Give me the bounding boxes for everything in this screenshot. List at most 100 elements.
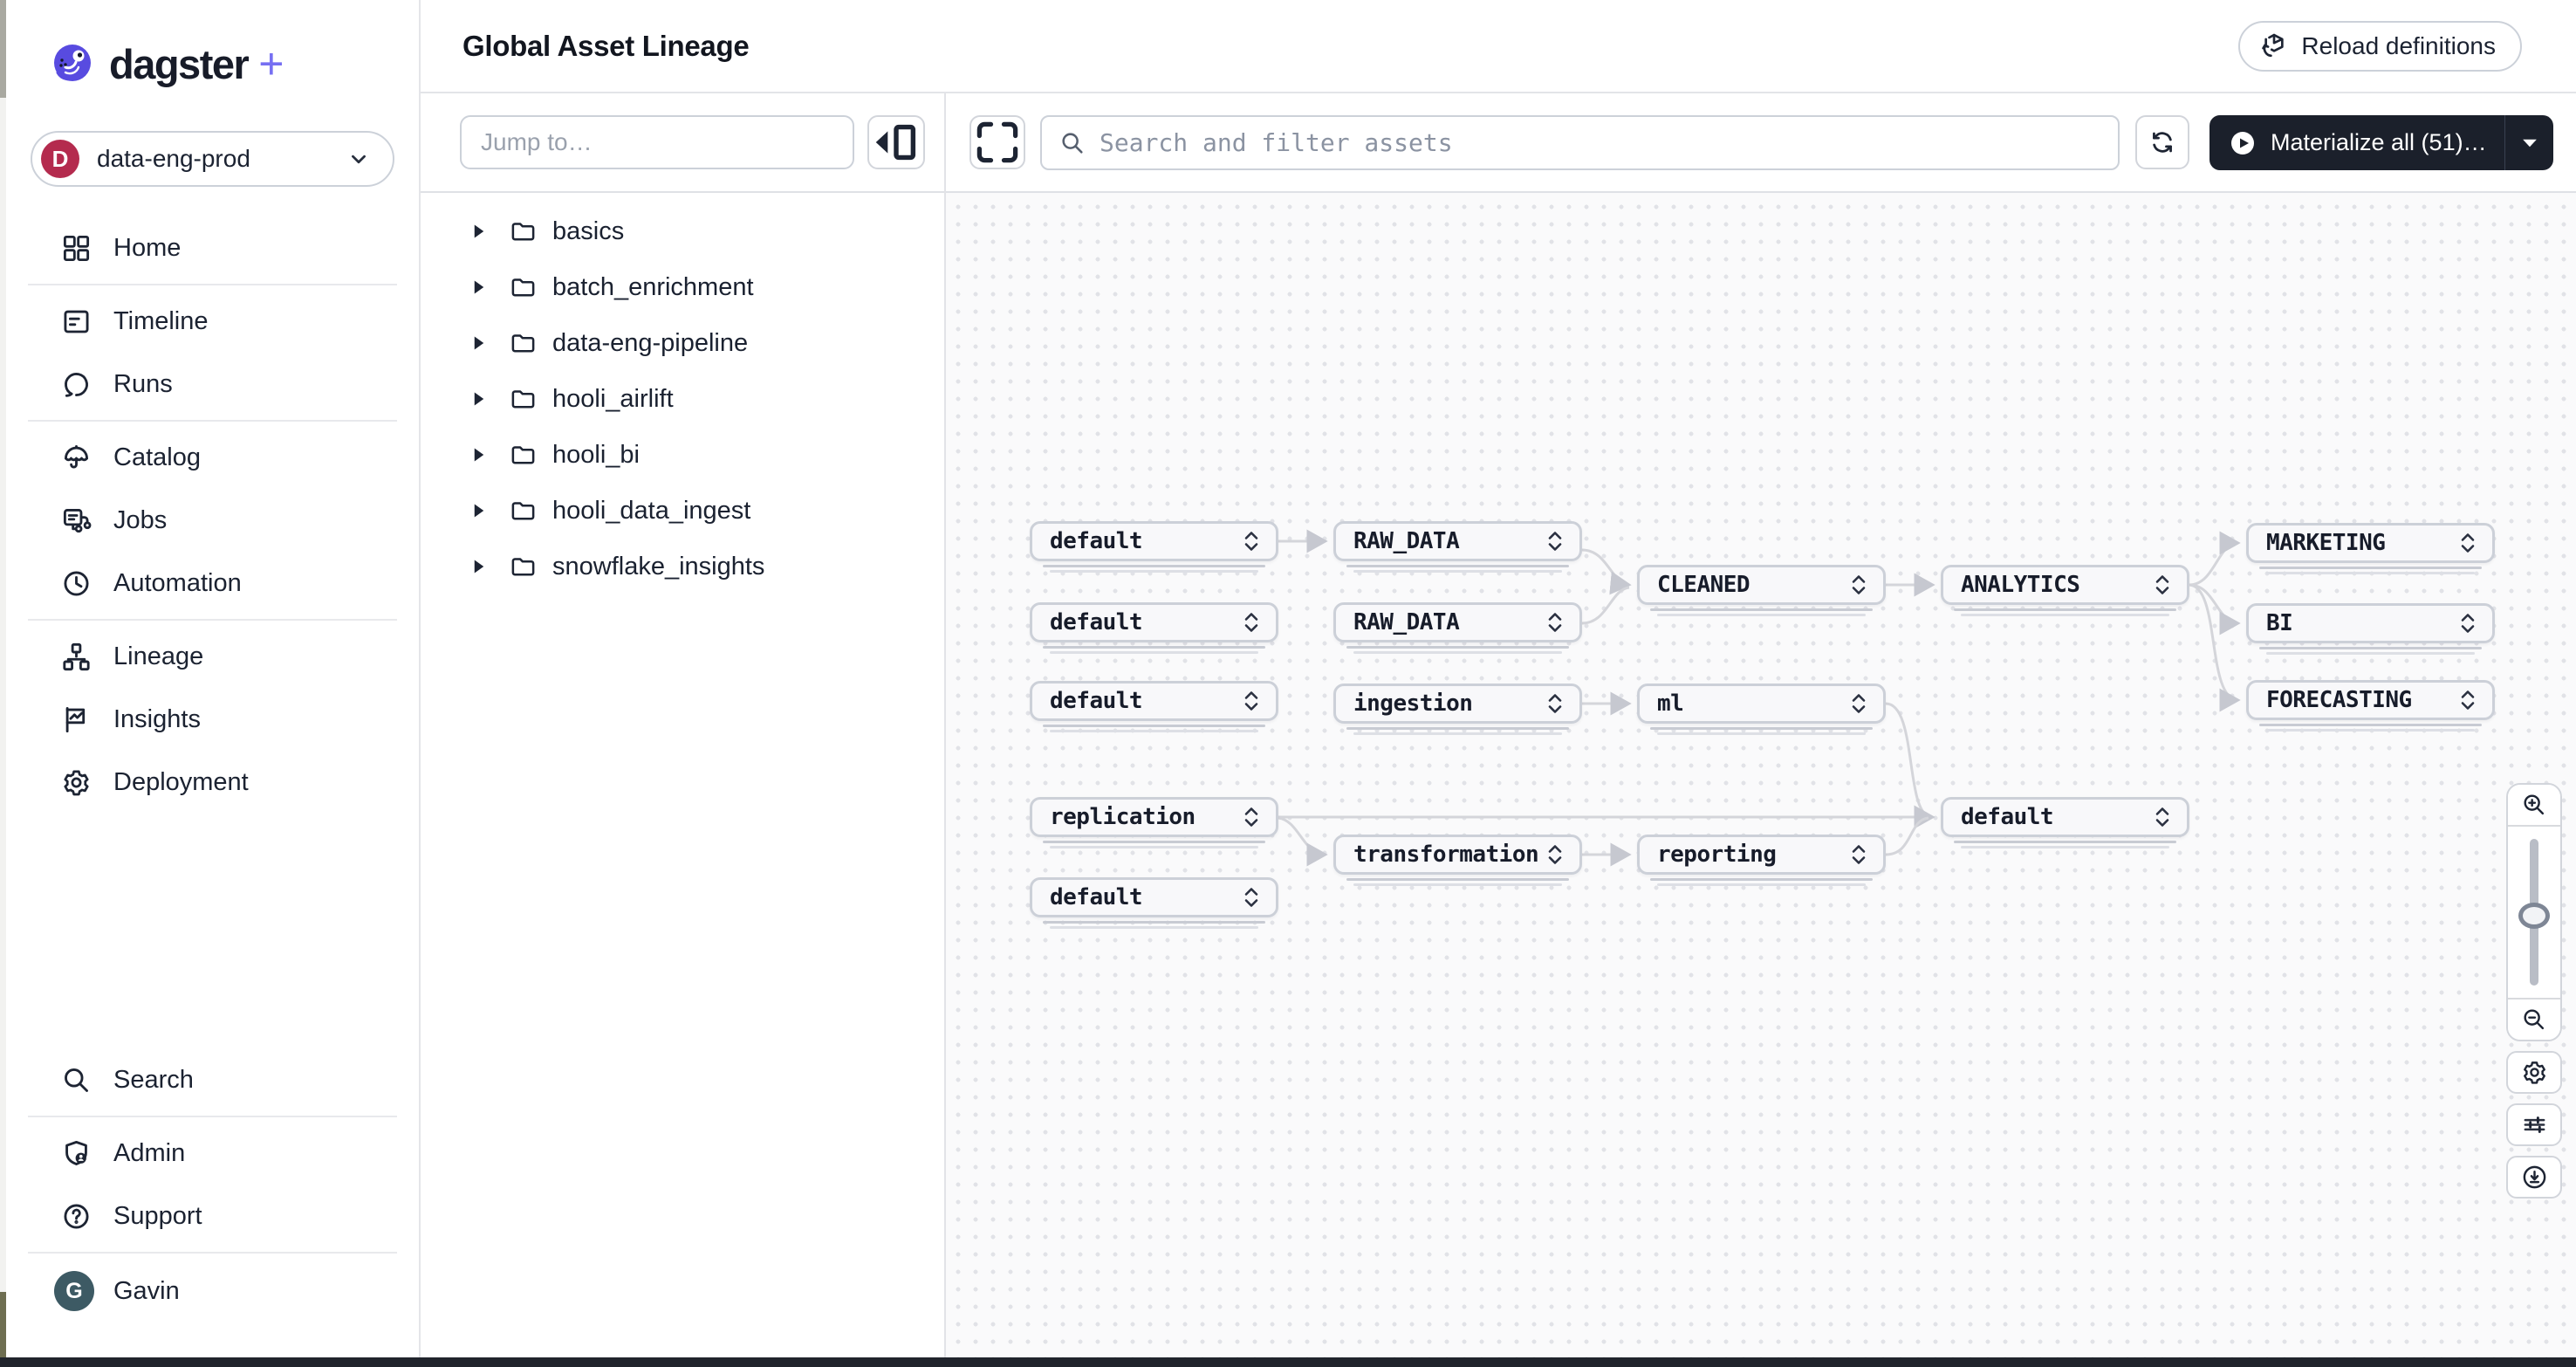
chevron-right-icon[interactable]	[473, 335, 487, 351]
tree-item-hooli_data_ingest[interactable]: hooli_data_ingest	[421, 483, 944, 539]
refresh-button[interactable]	[2135, 115, 2189, 169]
unfold-icon[interactable]	[1243, 885, 1260, 910]
sidebar-item-catalog[interactable]: Catalog	[6, 426, 419, 489]
unfold-icon[interactable]	[2459, 531, 2477, 555]
asset-group-node-bi[interactable]: BI	[2246, 603, 2495, 655]
deployment-switcher[interactable]: D data-eng-prod	[31, 131, 394, 187]
unfold-icon[interactable]	[1850, 842, 1867, 867]
sidebar-item-timeline[interactable]: Timeline	[6, 290, 419, 353]
sidebar-item-runs[interactable]: Runs	[6, 353, 419, 416]
edge-raw_data2-to-cleaned	[1581, 586, 1630, 625]
asset-group-node-default3[interactable]: default	[1030, 681, 1278, 732]
unfold-icon[interactable]	[2459, 688, 2477, 712]
tree-item-basics[interactable]: basics	[421, 203, 944, 259]
caret-down-icon	[2522, 139, 2537, 147]
page-title: Global Asset Lineage	[462, 29, 750, 62]
unfold-icon[interactable]	[1243, 805, 1260, 829]
tree-item-hooli_airlift[interactable]: hooli_airlift	[421, 371, 944, 427]
asset-group-label: CLEANED	[1657, 572, 1750, 598]
asset-group-node-replication[interactable]: replication	[1030, 797, 1278, 848]
unfold-icon[interactable]	[2459, 611, 2477, 635]
graph-filters-button[interactable]	[2506, 1103, 2562, 1146]
materialize-options-button[interactable]	[2505, 139, 2553, 148]
sidebar-item-support[interactable]: Support	[6, 1185, 419, 1247]
sidebar-item-deployment[interactable]: Deployment	[6, 751, 419, 814]
asset-search-input[interactable]	[1040, 115, 2120, 170]
graph-settings-button[interactable]	[2506, 1051, 2562, 1094]
sidebar-item-search[interactable]: Search	[6, 1048, 419, 1111]
chevron-right-icon[interactable]	[473, 503, 487, 519]
tree-item-label: batch_enrichment	[552, 272, 754, 301]
tree-item-batch_enrichment[interactable]: batch_enrichment	[421, 259, 944, 315]
unfold-icon[interactable]	[2154, 805, 2171, 829]
zoom-out-button[interactable]	[2508, 998, 2560, 1040]
automation-icon	[60, 567, 92, 599]
chevron-right-icon[interactable]	[473, 223, 487, 239]
unfold-icon[interactable]	[1850, 691, 1867, 716]
asset-group-label: replication	[1050, 804, 1196, 830]
sliders-icon	[2524, 1116, 2545, 1133]
asset-group-label: default	[1050, 528, 1143, 554]
asset-group-node-raw_data1[interactable]: RAW_DATA	[1333, 521, 1582, 573]
unfold-icon[interactable]	[1546, 842, 1564, 867]
sidebar-item-insights[interactable]: Insights	[6, 688, 419, 751]
jump-to-input[interactable]	[460, 115, 854, 169]
unfold-icon[interactable]	[1546, 610, 1564, 635]
unfold-icon[interactable]	[1546, 529, 1564, 553]
asset-group-node-marketing[interactable]: MARKETING	[2246, 523, 2495, 574]
materialize-all-button[interactable]: Materialize all (51)…	[2209, 129, 2504, 157]
chevron-right-icon[interactable]	[473, 559, 487, 574]
asset-group-node-default5[interactable]: default	[1030, 877, 1278, 929]
tree-item-hooli_bi[interactable]: hooli_bi	[421, 427, 944, 483]
asset-group-node-ml[interactable]: ml	[1637, 684, 1886, 735]
asset-group-node-analytics[interactable]: ANALYTICS	[1941, 565, 2189, 616]
sidebar-item-automation[interactable]: Automation	[6, 552, 419, 615]
asset-group-node-cleaned[interactable]: CLEANED	[1637, 565, 1886, 616]
asset-group-node-reporting[interactable]: reporting	[1637, 835, 1886, 886]
divider	[28, 420, 397, 422]
asset-group-node-default4[interactable]: default	[1941, 797, 2189, 848]
window-bottom-edge	[0, 1357, 2576, 1367]
asset-group-node-ingestion[interactable]: ingestion	[1333, 684, 1582, 735]
fullscreen-button[interactable]	[969, 115, 1025, 169]
asset-group-node-forecasting[interactable]: FORECASTING	[2246, 680, 2495, 732]
unfold-icon[interactable]	[2154, 573, 2171, 597]
edge-analytics-to-bi	[2189, 583, 2241, 635]
download-graph-button[interactable]	[2506, 1156, 2562, 1199]
toolbar-row: Materialize all (51)…	[421, 93, 2576, 193]
asset-group-node-raw_data2[interactable]: RAW_DATA	[1333, 602, 1582, 654]
chevron-right-icon[interactable]	[473, 391, 487, 407]
asset-group-node-transformation[interactable]: transformation	[1333, 835, 1582, 886]
chevron-right-icon[interactable]	[473, 447, 487, 463]
sidebar-item-label: Admin	[113, 1138, 186, 1167]
asset-group-node-default1[interactable]: default	[1030, 521, 1278, 573]
asset-group-node-default2[interactable]: default	[1030, 602, 1278, 654]
unfold-icon[interactable]	[1243, 610, 1260, 635]
unfold-icon[interactable]	[1546, 691, 1564, 716]
download-icon	[2523, 1165, 2545, 1189]
zoom-slider-thumb[interactable]	[2518, 902, 2550, 929]
user-menu[interactable]: G Gavin	[6, 1258, 419, 1324]
chevron-right-icon[interactable]	[473, 279, 487, 295]
zoom-control	[2506, 783, 2562, 1041]
divider	[28, 1252, 397, 1254]
reload-definitions-label: Reload definitions	[2301, 32, 2496, 59]
tree-item-data-eng-pipeline[interactable]: data-eng-pipeline	[421, 315, 944, 371]
zoom-in-button[interactable]	[2508, 785, 2560, 827]
unfold-icon[interactable]	[1243, 529, 1260, 553]
asset-group-label: MARKETING	[2266, 530, 2386, 556]
dagster-logo[interactable]: dagster +	[6, 37, 419, 91]
sidebar-item-jobs[interactable]: Jobs	[6, 489, 419, 552]
reload-definitions-button[interactable]: Reload definitions	[2238, 21, 2522, 72]
collapse-panel-button[interactable]	[867, 115, 925, 169]
tree-item-snowflake_insights[interactable]: snowflake_insights	[421, 539, 944, 594]
unfold-icon[interactable]	[1850, 573, 1867, 597]
brand-plus: +	[258, 39, 284, 88]
sidebar-item-home[interactable]: Home	[6, 216, 419, 279]
sidebar-item-lineage[interactable]: Lineage	[6, 625, 419, 688]
unfold-icon[interactable]	[1243, 689, 1260, 713]
sidebar-item-admin[interactable]: Admin	[6, 1122, 419, 1185]
